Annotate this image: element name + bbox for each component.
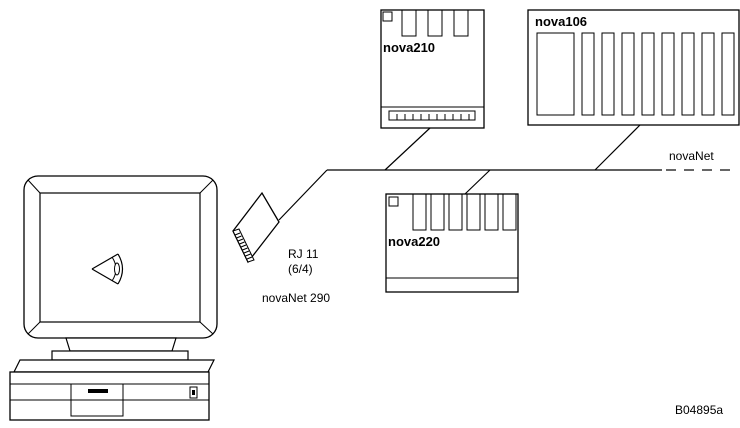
nova106-label: nova106 bbox=[535, 14, 587, 29]
computer-workstation bbox=[9, 175, 218, 421]
figure-id: B04895a bbox=[675, 403, 723, 417]
adapter-name-label: novaNet 290 bbox=[262, 291, 330, 305]
connector-type-label: RJ 11 bbox=[288, 247, 319, 261]
eye-icon bbox=[91, 253, 124, 285]
device-nova106: nova106 bbox=[527, 9, 740, 126]
nova220-label: nova220 bbox=[388, 234, 440, 249]
adapter-card bbox=[232, 191, 280, 264]
drop-line-nova210 bbox=[384, 127, 431, 171]
drop-line-adapter bbox=[278, 169, 328, 221]
device-nova210: nova210 bbox=[380, 9, 485, 129]
drop-line-nova106 bbox=[594, 124, 641, 171]
drop-line-nova220 bbox=[464, 169, 491, 195]
device-nova220: nova220 bbox=[385, 193, 519, 293]
novanet-label: novaNet bbox=[669, 149, 714, 163]
connector-pinout-label: (6/4) bbox=[288, 262, 313, 276]
nova210-label: nova210 bbox=[383, 40, 435, 55]
